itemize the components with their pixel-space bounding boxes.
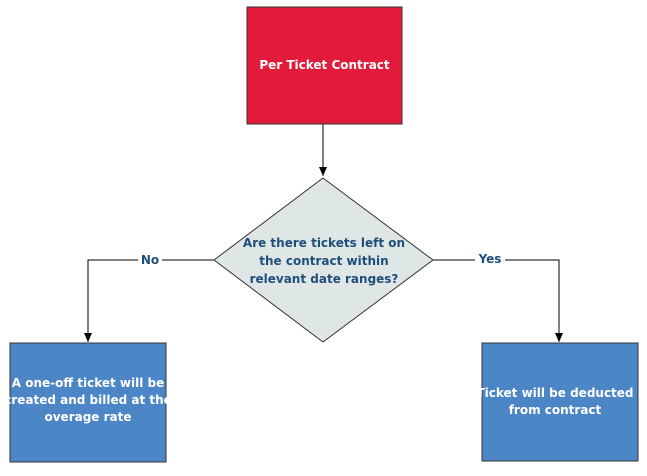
connector-no [84,259,214,342]
yes-outcome-label-line-1: Ticket will be deducted [476,386,633,400]
decision-label-line-2: the contract within [259,254,388,268]
yes-label-bg [475,251,505,268]
decision-diamond [213,177,434,343]
start-box [246,6,403,125]
yes-outcome-label-line-2: from contract [509,403,602,417]
connector-yes [433,259,563,342]
decision-label-line-3: relevant date ranges? [250,272,399,286]
decision-label-line-1: Are there tickets left on [243,236,405,250]
no-outcome-label-line-1: A one-off ticket will be [12,376,165,390]
start-label: Per Ticket Contract [259,58,390,72]
no-outcome-label-line-3: overage rate [44,410,131,424]
no-outcome-box [9,342,167,463]
yes-outcome-node: Ticket will be deducted from contract [476,342,639,462]
no-outcome-node: A one-off ticket will be created and bil… [4,342,172,463]
no-label-bg [138,251,162,268]
yes-outcome-box [481,342,639,462]
start-node: Per Ticket Contract [246,6,403,125]
no-edge-label: No [141,253,159,267]
yes-edge-label: Yes [478,252,502,266]
decision-node: Are there tickets left on the contract w… [213,177,434,343]
no-outcome-label-line-2: created and billed at the [4,393,172,407]
